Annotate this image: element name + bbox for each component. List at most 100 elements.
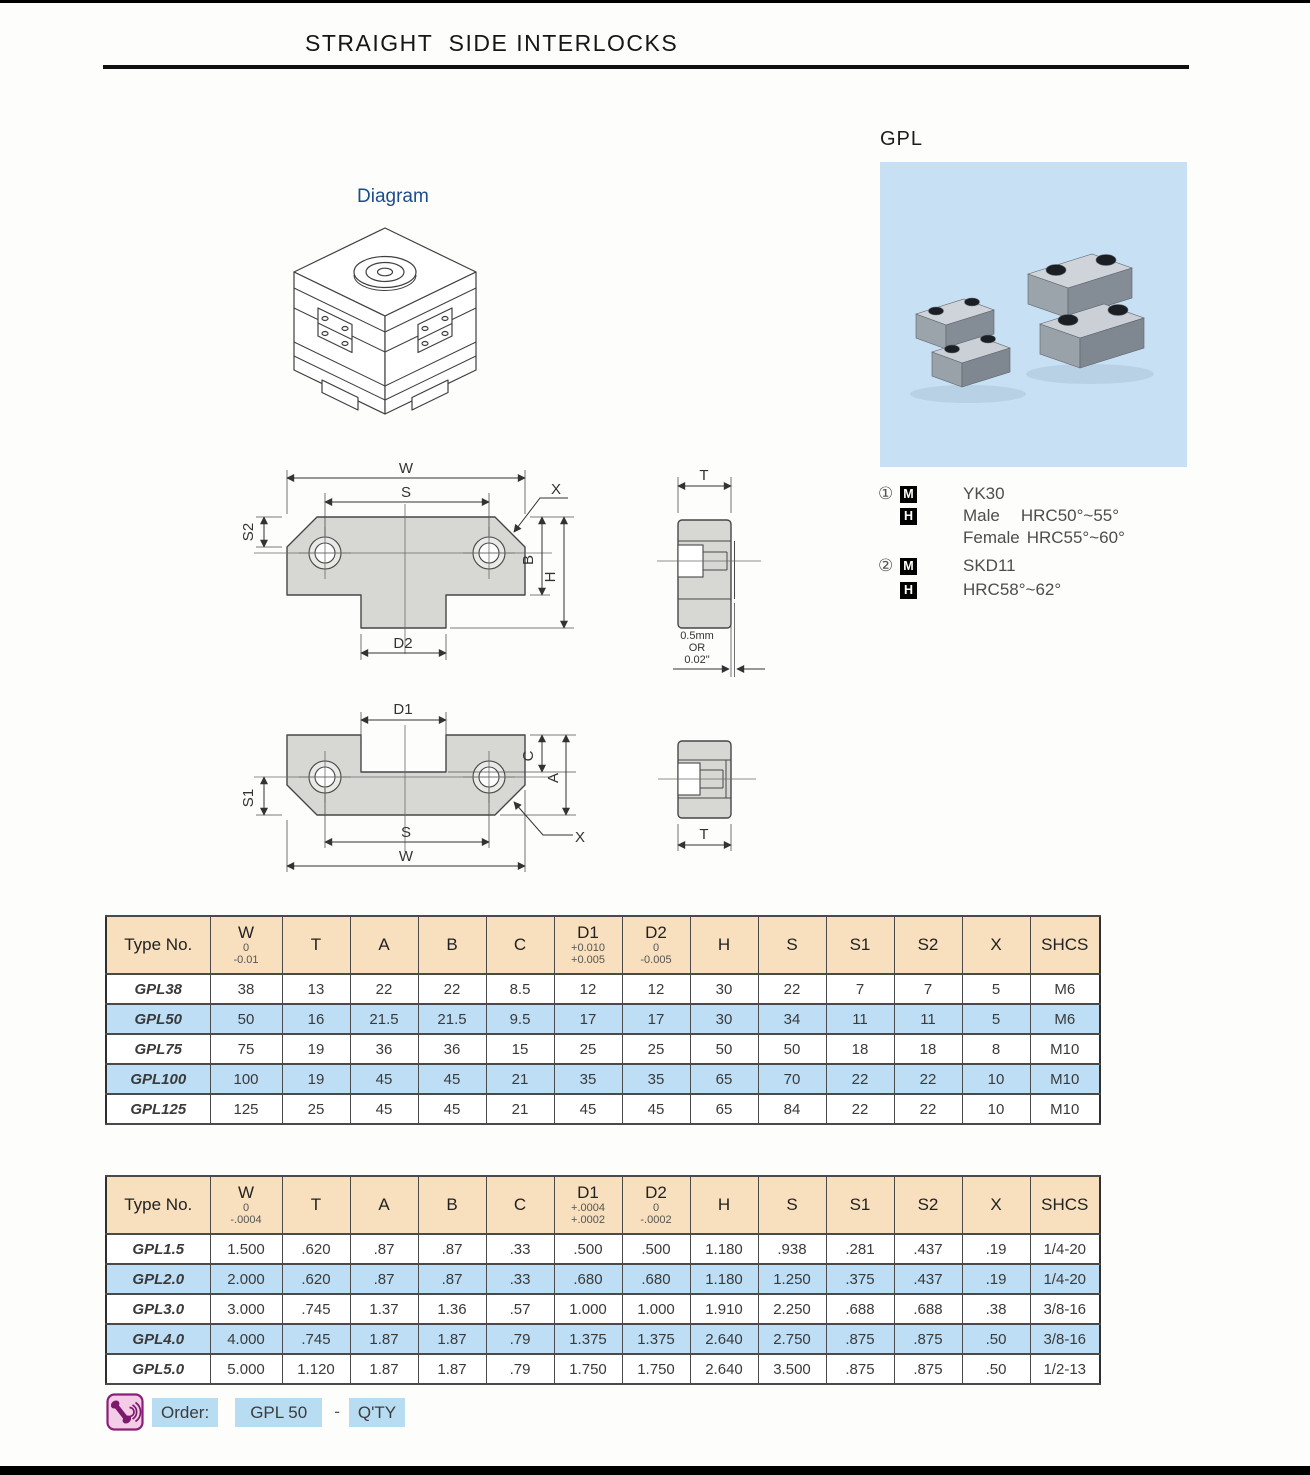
spec-cell: 18 xyxy=(825,1033,895,1065)
dimension-lines xyxy=(260,474,568,657)
spec-cell: 17 xyxy=(553,1003,623,1035)
metric-spec-table: Type No. W 0 -0.01 T A B C D1 +0.010 +0.… xyxy=(105,915,1101,1125)
order-model: GPL 50 xyxy=(235,1397,323,1427)
type-no-cell: GPL100 xyxy=(105,1063,211,1095)
spec-cell: .50 xyxy=(961,1353,1031,1385)
spec-cell: .875 xyxy=(893,1323,963,1355)
col-header-a: A xyxy=(349,1175,419,1235)
gap-note-inch: 0.02" xyxy=(684,654,709,666)
spec-cell: .680 xyxy=(553,1263,623,1295)
type-no-cell: GPL75 xyxy=(105,1033,211,1065)
spec-cell: .19 xyxy=(961,1233,1031,1265)
hardness-badge: H xyxy=(900,581,917,599)
locating-ring xyxy=(353,255,417,291)
spec-cell: .500 xyxy=(553,1233,623,1265)
spec-cell: 1.910 xyxy=(689,1293,759,1325)
base-slots xyxy=(321,379,449,411)
spec-cell: 21 xyxy=(485,1093,555,1125)
col-header-d2: D2 0 -.0002 xyxy=(621,1175,691,1235)
female-part-drawing: D1 C A S1 S W X xyxy=(240,701,585,872)
spec-cell: 1.87 xyxy=(349,1353,419,1385)
spec-cell: .875 xyxy=(825,1323,895,1355)
col-header-h: H xyxy=(689,915,759,975)
dim-label-a: A xyxy=(545,773,562,783)
dim-label-s: S xyxy=(401,484,411,501)
spec-cell: 1/4-20 xyxy=(1029,1233,1101,1265)
col-label: D2 xyxy=(645,923,667,942)
dim-label-h: H xyxy=(542,572,559,583)
col-header-c: C xyxy=(485,1175,555,1235)
female-label: Female xyxy=(963,528,1020,547)
spec-cell: .281 xyxy=(825,1233,895,1265)
spec-cell: 25 xyxy=(621,1033,691,1065)
spec-cell: 22 xyxy=(417,973,487,1005)
spec-cell: 45 xyxy=(349,1093,419,1125)
spec-cell: 2.640 xyxy=(689,1323,759,1355)
col-tolerance: +0.005 xyxy=(571,954,605,966)
col-header-w: W 0 -0.01 xyxy=(209,915,283,975)
spec-cell: 25 xyxy=(281,1093,351,1125)
spec-cell: .38 xyxy=(961,1293,1031,1325)
col-header-t: T xyxy=(281,915,351,975)
spec-cell: 50 xyxy=(689,1033,759,1065)
spec-cell: 22 xyxy=(893,1063,963,1095)
spec-cell: 19 xyxy=(281,1033,351,1065)
dim-label-w: W xyxy=(399,848,414,865)
gap-note-or: OR xyxy=(689,642,706,654)
spec-cell: 12 xyxy=(621,973,691,1005)
dim-label-x: X xyxy=(551,481,561,498)
spec-cell: 36 xyxy=(417,1033,487,1065)
spec-cell: .87 xyxy=(417,1263,487,1295)
spec-cell: 9.5 xyxy=(485,1003,555,1035)
phone-icon xyxy=(106,1393,144,1431)
spec-cell: 3/8-16 xyxy=(1029,1323,1101,1355)
product-photo xyxy=(880,162,1187,467)
col-header-x: X xyxy=(961,1175,1031,1235)
spec-cell: 5.000 xyxy=(209,1353,283,1385)
spec-cell: 2.250 xyxy=(757,1293,827,1325)
dim-label-s: S xyxy=(401,824,411,841)
inch-header-row: Type No. W 0 -.0004 T A B C D1 +.0004 +.… xyxy=(105,1175,1101,1235)
spec-cell: 1.000 xyxy=(553,1293,623,1325)
spec-cell: 2.640 xyxy=(689,1353,759,1385)
hardness-badge: H xyxy=(900,507,917,525)
col-header-s1: S1 xyxy=(825,1175,895,1235)
spec-cell: 5 xyxy=(961,973,1031,1005)
col-label: D1 xyxy=(577,1183,599,1202)
spec-cell: 35 xyxy=(621,1063,691,1095)
scan-edge-top xyxy=(0,0,1310,3)
spec-cell: 1.750 xyxy=(553,1353,623,1385)
large-interlock-pair xyxy=(1027,253,1145,369)
spec-cell: 30 xyxy=(689,1003,759,1035)
sound-waves xyxy=(129,1401,142,1423)
col-header-b: B xyxy=(417,1175,487,1235)
col-header-d1: D1 +0.010 +0.005 xyxy=(553,915,623,975)
col-header-t: T xyxy=(281,1175,351,1235)
spec-cell: M10 xyxy=(1029,1063,1101,1095)
spec-cell: 45 xyxy=(553,1093,623,1125)
spec-cell: .19 xyxy=(961,1263,1031,1295)
spec-cell: 1.87 xyxy=(349,1323,419,1355)
spec-cell: 30 xyxy=(689,973,759,1005)
spec-cell: 125 xyxy=(209,1093,283,1125)
series-label: GPL xyxy=(880,128,924,150)
material-badge: M xyxy=(900,485,917,503)
spec-cell: M10 xyxy=(1029,1093,1101,1125)
col-header-s2: S2 xyxy=(893,1175,963,1235)
spec-cell: 36 xyxy=(349,1033,419,1065)
col-tolerance: -0.005 xyxy=(640,954,672,966)
spec-cell: .33 xyxy=(485,1263,555,1295)
spec-cell: 45 xyxy=(417,1063,487,1095)
spec-cell: 1.250 xyxy=(757,1263,827,1295)
col-tolerance: -.0002 xyxy=(640,1214,672,1226)
type-no-cell: GPL50 xyxy=(105,1003,211,1035)
spec-cell: 8.5 xyxy=(485,973,555,1005)
spec-cell: .745 xyxy=(281,1323,351,1355)
title-rule xyxy=(103,65,1189,69)
